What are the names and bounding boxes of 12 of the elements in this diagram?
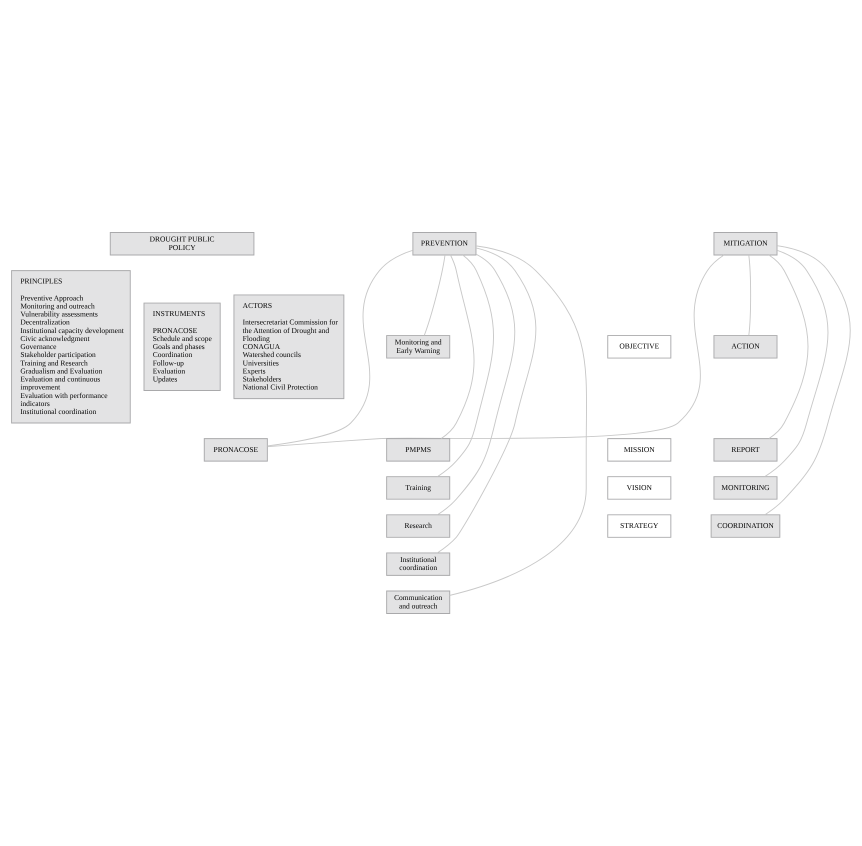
connector [424, 254, 446, 336]
connector [437, 254, 516, 516]
connector [436, 247, 536, 554]
connector [266, 250, 414, 446]
connector [764, 245, 851, 516]
connector [764, 250, 828, 478]
connector [267, 254, 724, 448]
connector [449, 245, 587, 596]
connector [748, 254, 752, 336]
connector [440, 254, 474, 439]
connector [436, 254, 494, 478]
connector [768, 254, 808, 440]
